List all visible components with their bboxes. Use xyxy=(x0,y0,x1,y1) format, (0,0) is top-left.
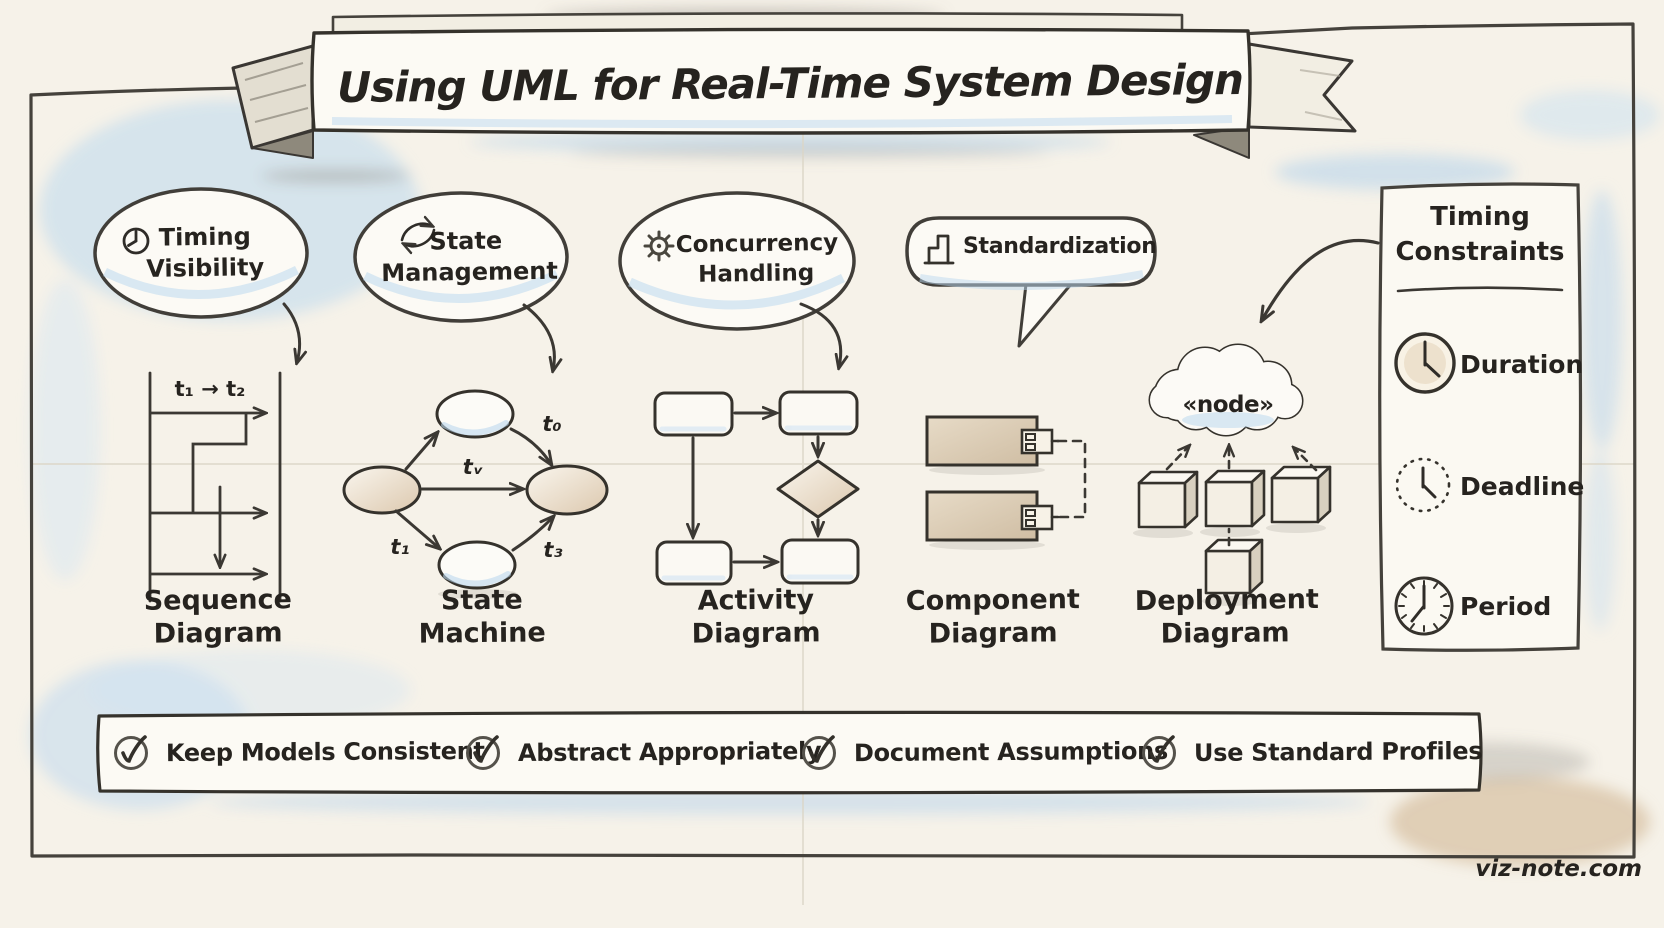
practice-item: Use Standard Profiles xyxy=(1140,726,1482,778)
component-diagram-sketch xyxy=(925,415,1087,542)
sequence-diagram-sketch xyxy=(148,371,282,603)
standardization-bubble xyxy=(905,216,1157,348)
node-label: «node» xyxy=(1182,392,1274,418)
timing-constraints-arrow xyxy=(1262,238,1380,320)
clock-solid-icon xyxy=(1394,332,1456,394)
sketch-shadows xyxy=(438,465,1326,606)
timing-visibility-bubble xyxy=(93,187,309,319)
concept-label-standardization: Standardization xyxy=(963,234,1157,259)
stairs-icon xyxy=(923,234,955,265)
transition-label-lower-right: t₃ xyxy=(543,538,563,562)
concept-label-state-management: State Management xyxy=(381,226,559,288)
practice-item: Document Assumptions xyxy=(800,726,1168,778)
timing-constraints-panel xyxy=(1378,182,1583,652)
practice-item: Keep Models Consistent xyxy=(112,726,485,778)
checkmark-icon xyxy=(1142,735,1176,770)
state-management-bubble xyxy=(353,191,569,323)
practice-label: Abstract Appropriately xyxy=(517,736,822,768)
concept-label-concurrency-handling: Concurrency Handling xyxy=(675,229,839,288)
panel-item-label-period: Period xyxy=(1460,592,1552,621)
checkmark-icon xyxy=(114,735,148,770)
diagram-label-sequence: Sequence Diagram xyxy=(143,584,293,651)
cycle-arrows-icon xyxy=(402,224,434,246)
practice-item: Abstract Appropriately xyxy=(464,726,821,778)
checkmark-icon xyxy=(802,735,836,770)
practice-label: Keep Models Consistent xyxy=(165,736,485,768)
practice-label: Document Assumptions xyxy=(853,736,1169,768)
best-practices-banner xyxy=(96,710,1483,795)
node-cloud xyxy=(1148,343,1304,437)
state-machine-sketch xyxy=(342,389,609,590)
gear-icon xyxy=(643,230,675,262)
concurrency-handling-bubble xyxy=(618,191,856,331)
title-ribbon xyxy=(231,12,1357,159)
clock-ticks-icon xyxy=(1394,576,1454,636)
diagram-label-activity: Activity Diagram xyxy=(691,584,821,651)
diagram-label-state-machine: State Machine xyxy=(418,584,546,651)
deployment-diagram-sketch xyxy=(1137,343,1332,595)
panel-title: Timing Constraints xyxy=(1395,202,1565,268)
checkmark-icon xyxy=(466,735,500,770)
sequence-annotation: t₁ → t₂ xyxy=(174,377,246,401)
page-title: Using UML for Real-Time System Design xyxy=(336,55,1244,112)
concept-label-timing-visibility: Timing Visibility xyxy=(146,222,265,284)
activity-diagram-sketch xyxy=(653,390,860,586)
arrow-to-state xyxy=(522,303,554,370)
practice-label: Use Standard Profiles xyxy=(1193,736,1483,768)
arrow-to-activity xyxy=(799,302,841,367)
arrow-to-sequence xyxy=(282,302,300,362)
node-cubes xyxy=(1137,465,1332,595)
transition-label-middle: tᵥ xyxy=(462,455,484,479)
watermark: viz-note.com xyxy=(1475,856,1642,882)
transition-label-lower-left: t₁ xyxy=(390,535,410,559)
clock-icon xyxy=(122,227,150,255)
panel-item-label-deadline: Deadline xyxy=(1460,472,1585,501)
clock-dotted-icon xyxy=(1395,457,1451,513)
panel-item-label-duration: Duration xyxy=(1460,350,1584,379)
diagram-label-deployment: Deployment Diagram xyxy=(1134,584,1320,651)
diagram-label-component: Component Diagram xyxy=(905,584,1080,651)
transition-label-top: t₀ xyxy=(542,412,562,436)
bubble-arrows xyxy=(282,238,1380,370)
